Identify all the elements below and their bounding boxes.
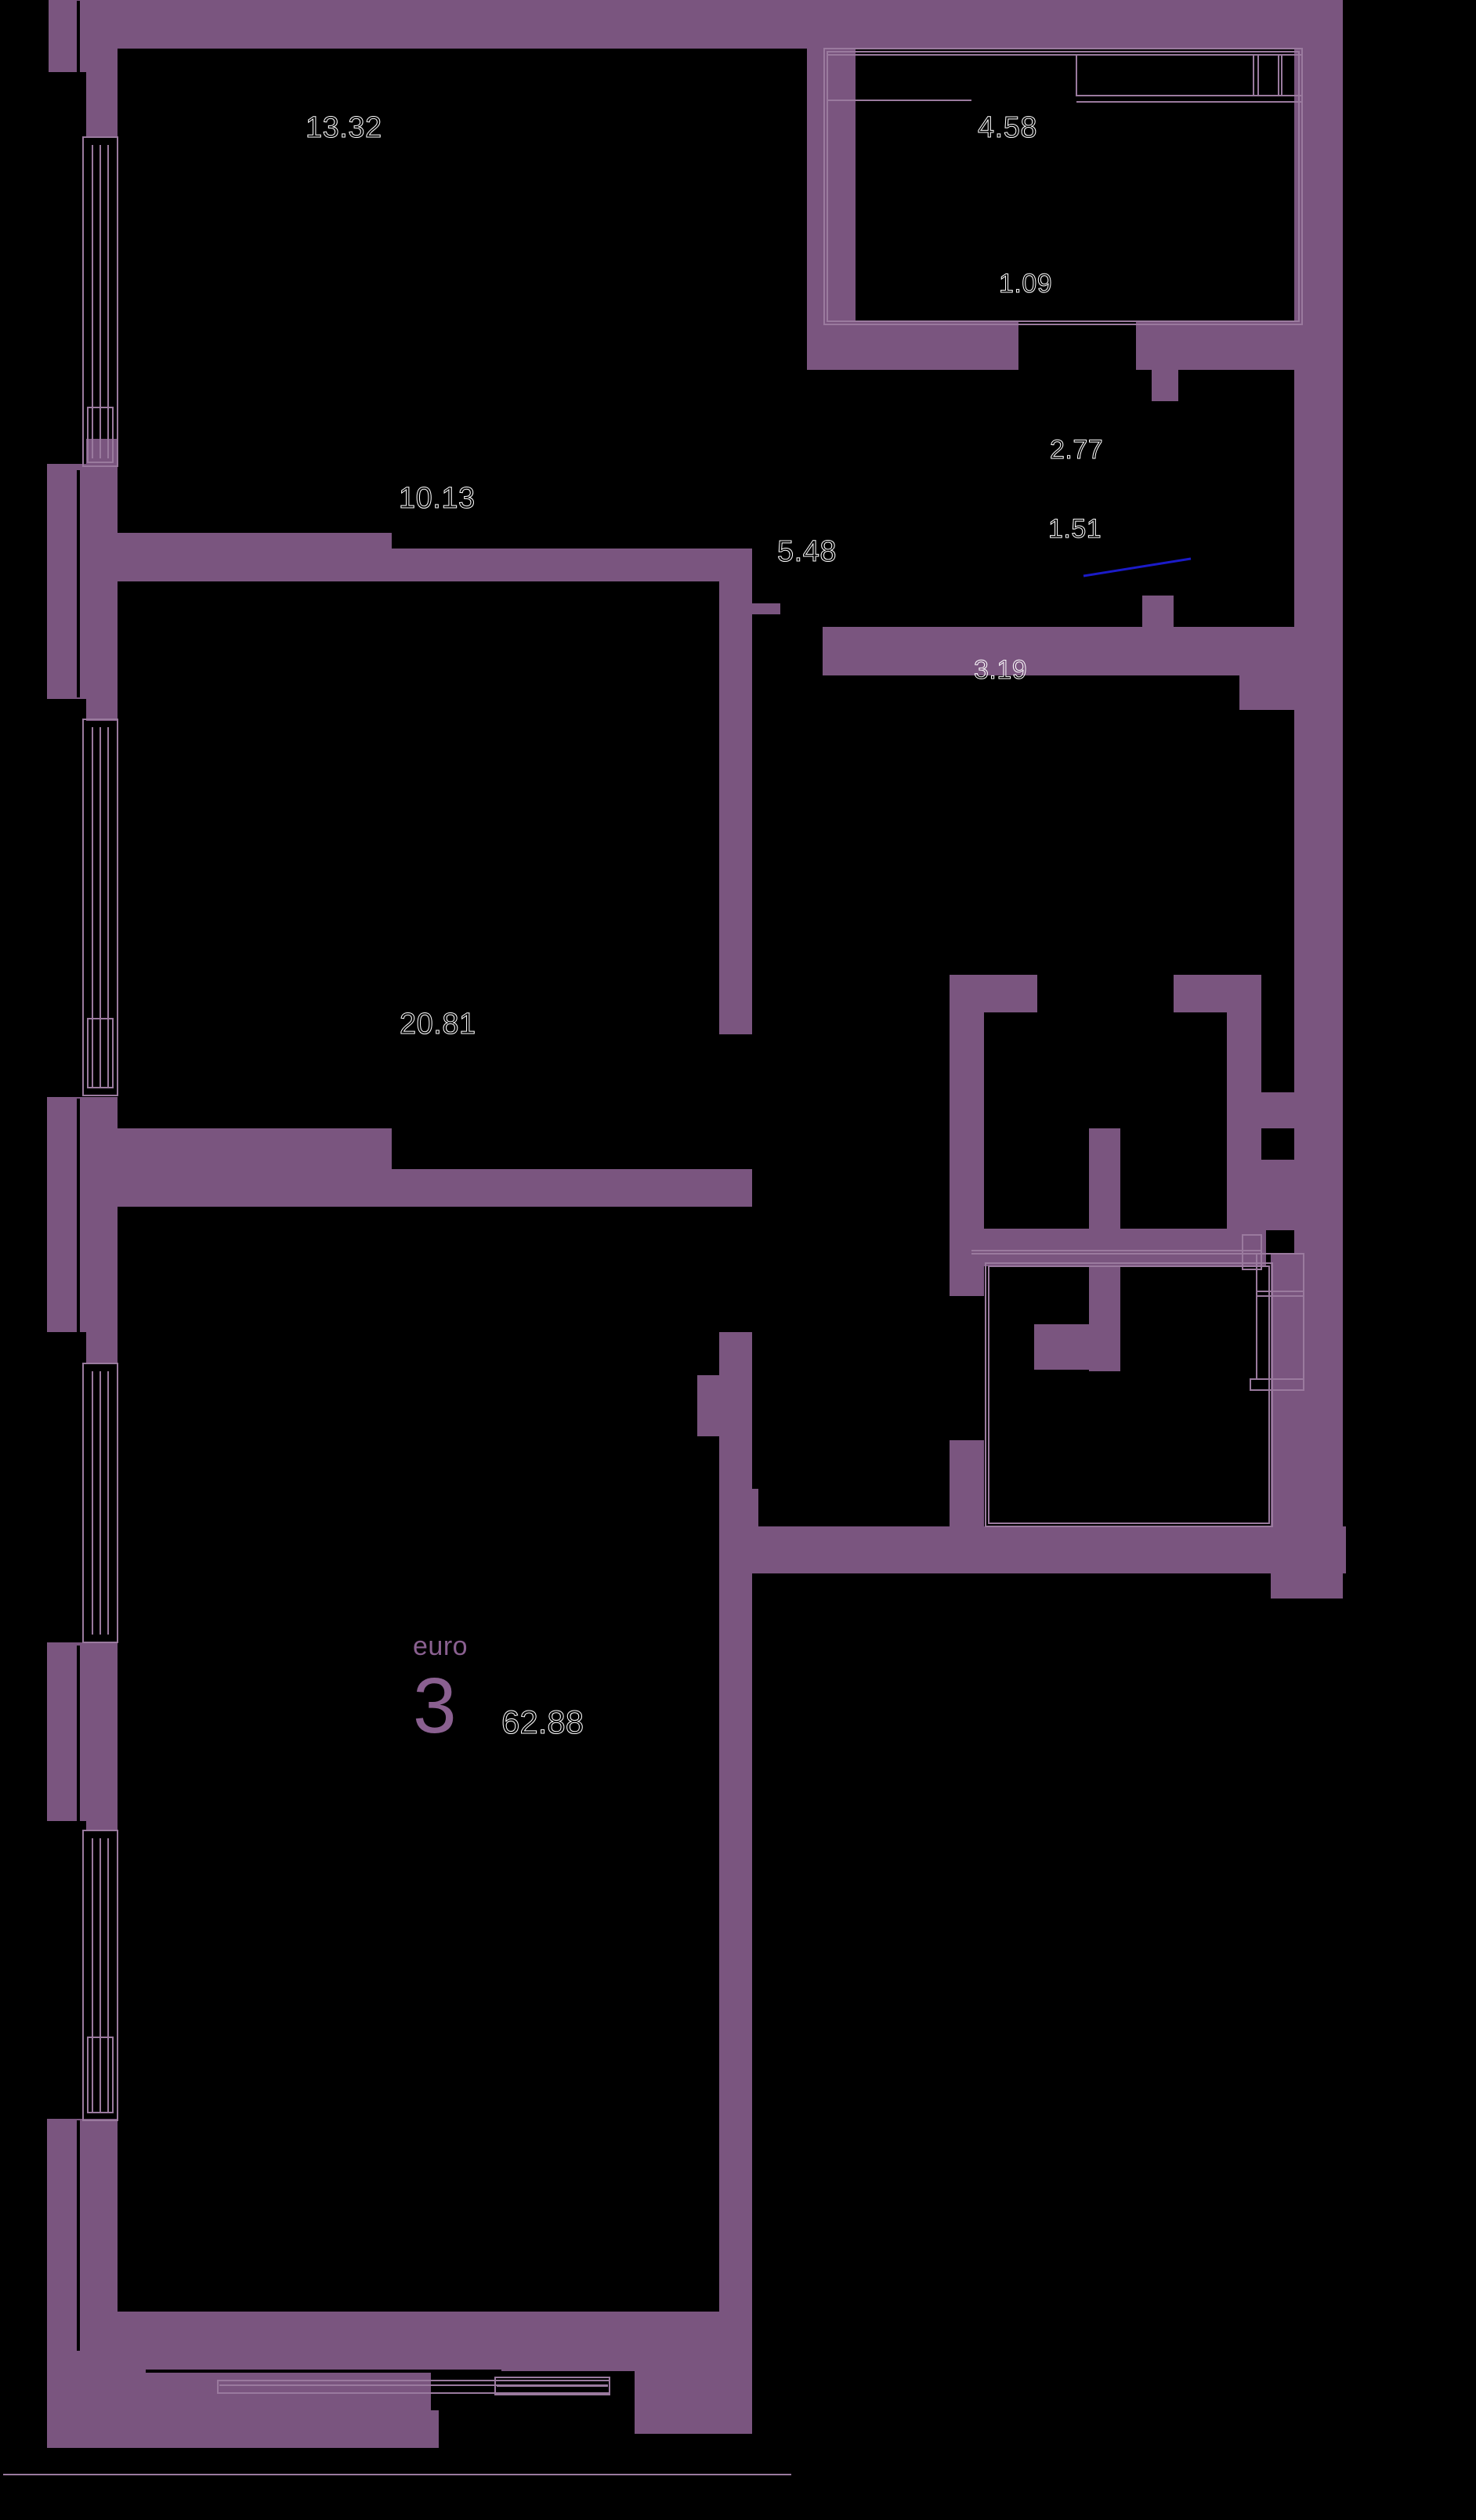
wall-living-south-ext — [392, 549, 752, 581]
wall-door-jamb-hall-top — [752, 603, 780, 614]
total-area-label: 62.88 — [501, 1704, 584, 1740]
wall-corridor-north — [823, 627, 1246, 675]
wall-bedroom-one-east-stub — [719, 972, 752, 1034]
leader-line-balcony — [1083, 557, 1192, 578]
wall-left-pier-1 — [86, 0, 118, 137]
area-label-bedroom-one: 10.13 — [399, 482, 476, 515]
window-bottom — [217, 2377, 610, 2395]
area-label-bathroom: 3.19 — [973, 655, 1028, 685]
wall-living-south — [47, 533, 392, 581]
window-left-1 — [82, 136, 118, 467]
window-left-3 — [82, 1363, 118, 1643]
area-label-kitchen: 4.58 — [978, 111, 1037, 144]
room-count-label: 3 — [413, 1662, 457, 1750]
wall-corridor-west-jamb — [823, 627, 860, 644]
kitchen-detail — [823, 48, 1303, 325]
area-label-wc: 1.51 — [1047, 514, 1102, 544]
wall-hall-south — [719, 1526, 1346, 1573]
wall-right-jog-upper-b — [1239, 657, 1304, 710]
wall-bedroom-one-south-a — [47, 1128, 392, 1177]
wall-top-exterior — [49, 0, 1343, 49]
wall-hall-east-lower — [1034, 1324, 1120, 1370]
area-label-bedroom-two: 20.81 — [400, 1008, 476, 1041]
window-left-4 — [82, 1830, 118, 2121]
detail-line-group — [3, 48, 1304, 2475]
wall-left-pier-4b — [86, 1642, 118, 1830]
area-label-balcony: 1.09 — [998, 269, 1053, 299]
wc-detail — [971, 1234, 1262, 1270]
wall-hall-south-left-stub — [736, 1489, 758, 1536]
wall-bedroom-two-right-pier — [719, 1943, 752, 2382]
wall-kitchen-west — [807, 24, 856, 368]
wall-wc-west — [950, 975, 984, 1266]
window-left-2 — [82, 719, 118, 1096]
wall-bedroom-one-south-c — [392, 1169, 752, 1207]
wall-bedroom-one-east — [719, 558, 752, 997]
area-label-living-room: 13.32 — [306, 111, 382, 144]
wall-hall-jamb-lower-b — [697, 1375, 752, 1436]
area-label-hall: 5.48 — [777, 535, 837, 568]
threshold-group — [77, 1, 572, 2373]
wall-kitchen-south-stub — [1152, 360, 1178, 401]
wall-wc-niche — [1261, 1160, 1305, 1230]
wall-group — [47, 0, 1346, 2448]
wall-bath-west-upper — [950, 1229, 984, 1296]
wall-bottom-sill-left — [219, 2410, 439, 2448]
area-label-corridor: 2.77 — [1049, 435, 1104, 465]
wall-wc-east-jog — [1227, 1092, 1343, 1128]
wall-wc-north-left — [950, 975, 1037, 1012]
unit-type-label: euro — [413, 1631, 468, 1661]
wall-kitchen-south-left — [807, 321, 1018, 370]
bath-detail — [985, 1253, 1304, 1527]
wall-corridor-pier — [1142, 596, 1174, 650]
wall-wc-south — [950, 1229, 1266, 1266]
